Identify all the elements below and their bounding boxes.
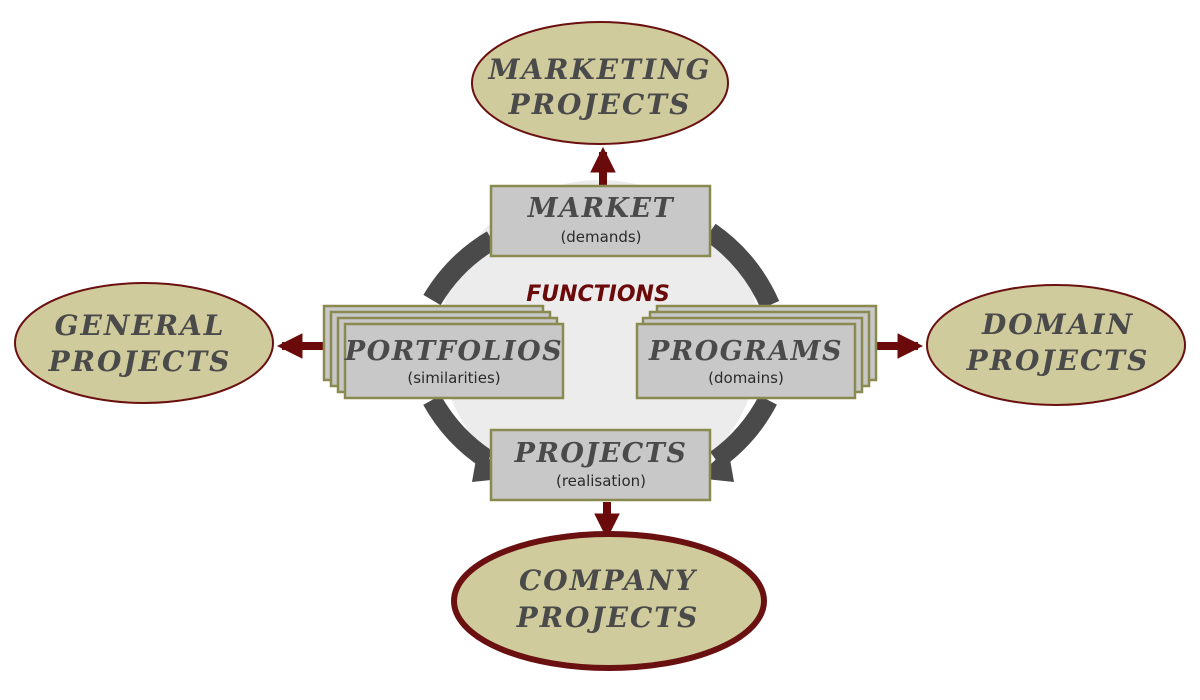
projects-subtitle: (realisation) (556, 472, 646, 490)
cycle-arc-top-right (704, 223, 780, 310)
portfolios-title: PORTFOLIOS (344, 336, 563, 367)
general-line1: GENERAL (55, 309, 226, 342)
projects-title: PROJECTS (514, 438, 688, 469)
market-box: MARKET (demands) (489, 184, 712, 258)
programs-title: PROGRAMS (648, 336, 843, 367)
general-projects-ellipse: GENERAL PROJECTS (14, 282, 274, 404)
programs-box: PROGRAMS (domains) (635, 304, 878, 400)
domain-projects-ellipse: DOMAIN PROJECTS (926, 284, 1186, 406)
marketing-projects-ellipse: MARKETING PROJECTS (471, 21, 729, 145)
marketing-line1: MARKETING (487, 53, 711, 86)
connector-arrows (276, 146, 924, 540)
domain-line1: DOMAIN (981, 308, 1134, 341)
company-line1: COMPANY (519, 564, 698, 597)
portfolios-box: PORTFOLIOS (similarities) (322, 304, 565, 400)
functions-label: FUNCTIONS (526, 282, 670, 307)
projects-box: PROJECTS (realisation) (489, 428, 712, 502)
cycle-arc-top-left (423, 231, 498, 306)
market-title: MARKET (527, 193, 675, 224)
marketing-line2: PROJECTS (508, 88, 692, 121)
company-line2: PROJECTS (516, 601, 700, 634)
central-circle (440, 180, 760, 500)
domain-line2: PROJECTS (966, 344, 1150, 377)
market-subtitle: (demands) (560, 228, 641, 246)
programs-subtitle: (domains) (708, 369, 784, 387)
general-line2: PROJECTS (48, 345, 232, 378)
portfolios-subtitle: (similarities) (407, 369, 500, 387)
company-projects-ellipse: COMPANY PROJECTS (451, 531, 767, 671)
